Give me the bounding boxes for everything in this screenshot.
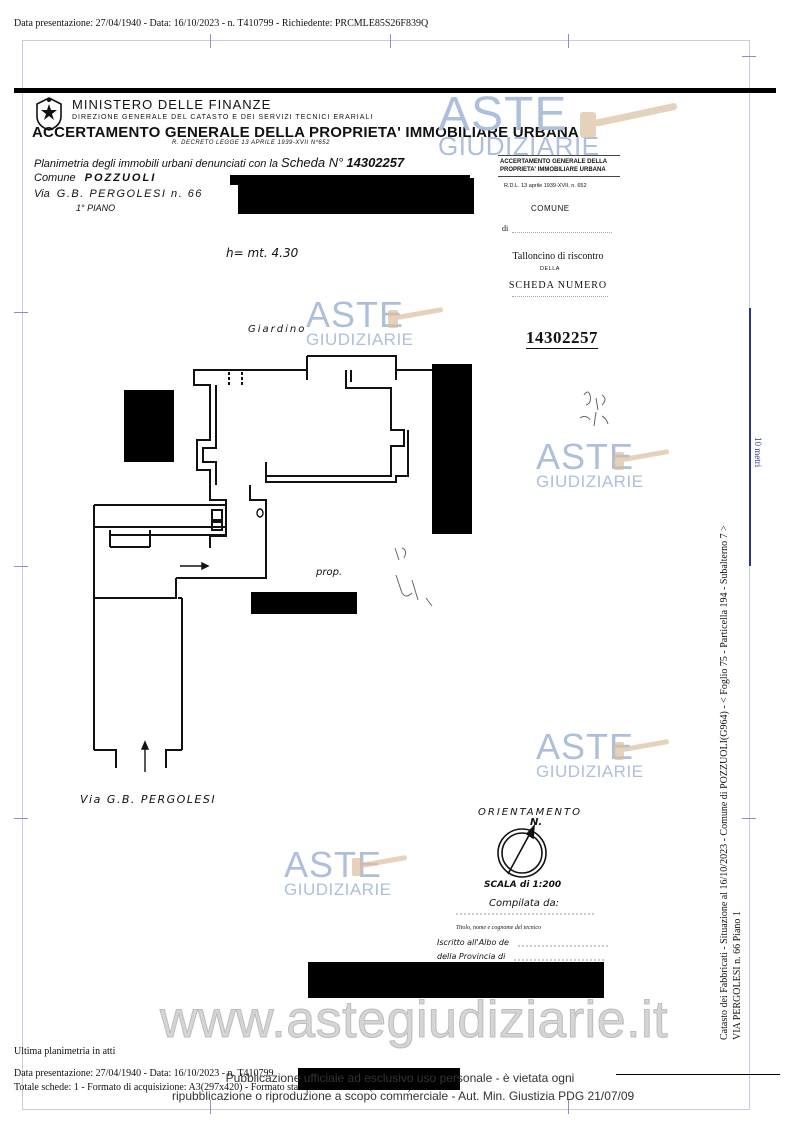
gavel-icon (614, 739, 669, 760)
talloncino-header-line2: PROPRIETA' IMMOBILIARE URBANA (500, 167, 606, 173)
frame-tick (14, 818, 28, 819)
cadastral-vertical-text: Catasto dei Fabbricati - Situazione al 1… (718, 525, 744, 1040)
publication-notice-line1: Pubblicazione ufficiale ad esclusivo uso… (225, 1071, 575, 1085)
talloncino-comune: COMUNE (531, 204, 570, 213)
frame-tick (568, 34, 569, 48)
via-line: Via G.B. PERGOLESI n. 66 (34, 188, 203, 200)
comune-label: Comune (34, 172, 76, 184)
decree-reference: R. DECRETO LEGGE 13 APRILE 1939-XVII Nº6… (172, 140, 330, 146)
footer-line1: Data presentazione: 27/04/1940 - Data: 1… (14, 1068, 274, 1079)
talloncino-header: ACCERTAMENTO GENERALE DELLA PROPRIETA' I… (498, 155, 620, 177)
gavel-icon (614, 449, 669, 470)
street-label: Via G.B. PERGOLESI (80, 793, 217, 806)
redaction-block (124, 390, 174, 462)
provincia-label: della Provincia di (437, 952, 506, 961)
planimetria-line: Planimetria degli immobili urbani denunc… (34, 155, 404, 170)
cadastral-line1: Catasto dei Fabbricati - Situazione al 1… (719, 525, 730, 1040)
gavel-icon (388, 307, 443, 328)
scale-bar (749, 308, 751, 566)
dotted-line (512, 296, 608, 297)
footer-rule (616, 1074, 780, 1075)
dotted-line (512, 232, 612, 233)
document-header-line: Data presentazione: 27/04/1940 - Data: 1… (14, 18, 429, 29)
height-label: h= mt. 4.30 (226, 246, 299, 260)
orientamento-title: ORIENTAMENTO (478, 807, 583, 818)
giardino-label: Giardino (248, 324, 307, 335)
scheda-number: 14302257 (346, 155, 405, 170)
footer-redaction (298, 1068, 460, 1090)
planimetria-label: Planimetria degli immobili urbani denunc… (34, 158, 278, 170)
aste-watermark: ASTE GIUDIZIARIE (306, 294, 414, 349)
floor-label: 1° PIANO (76, 203, 116, 213)
redaction-bar (238, 178, 474, 214)
frame-tick (14, 566, 28, 567)
frame-tick (742, 56, 756, 57)
frame-tick (210, 1100, 211, 1114)
via-label: Via (34, 188, 50, 200)
publication-notice-line2: ripubblicazione o riproduzione a scopo c… (172, 1089, 635, 1103)
titolo-label: Titolo, nome e cognome del tecnico (456, 925, 541, 931)
frame-tick (210, 34, 211, 48)
talloncino-della: DELLA (540, 266, 560, 272)
scheda-label: Scheda N° (281, 155, 344, 170)
aste-watermark: ASTE GIUDIZIARIE (438, 88, 600, 161)
iscritto-label: Iscritto all'Albo de (437, 938, 509, 947)
cadastral-line2: VIA PERGOLESI n. 66 Piano 1 (732, 911, 743, 1040)
talloncino-scheda: SCHEDA NUMERO (508, 280, 608, 291)
compilata-label: Compilata da: (489, 898, 559, 909)
state-emblem-icon (36, 97, 62, 131)
ministry-title: MINISTERO DELLE FINANZE (72, 97, 272, 112)
frame-tick (14, 312, 28, 313)
talloncino-rdl: R.D.L. 13 aprile 1939-XVII, n. 652 (504, 183, 587, 189)
north-label: N. (530, 817, 543, 828)
scale-label: SCALA di 1:200 (484, 880, 562, 890)
gavel-icon (580, 103, 678, 138)
document-heading: ACCERTAMENTO GENERALE DELLA PROPRIETA' I… (32, 124, 579, 141)
talloncino-header-line1: ACCERTAMENTO GENERALE DELLA (500, 159, 608, 165)
ultima-planimetria: Ultima planimetria in atti (14, 1046, 116, 1057)
scale-bar-label: 10 metri (753, 437, 763, 468)
talloncino-di: di (502, 224, 509, 233)
frame-tick (390, 34, 391, 48)
ministry-subtitle: DIREZIONE GENERALE DEL CATASTO E DEI SER… (72, 114, 374, 121)
prop-label: prop. (316, 567, 343, 578)
talloncino-title: Talloncino di riscontro (512, 251, 604, 262)
frame-tick (568, 1100, 569, 1114)
comune-value: POZZUOLI (84, 172, 157, 184)
talloncino-number: 14302257 (526, 328, 598, 349)
page-frame (22, 40, 750, 1110)
footer-line2: Totale schede: 1 - Formato di acquisizio… (14, 1082, 411, 1093)
gavel-icon (352, 855, 407, 876)
top-black-bar (14, 88, 776, 93)
frame-tick (742, 818, 756, 819)
site-watermark: www.astegiudiziarie.it (159, 991, 669, 1050)
comune-line: Comune POZZUOLI (34, 172, 156, 184)
via-value: G.B. PERGOLESI n. 66 (56, 188, 203, 200)
